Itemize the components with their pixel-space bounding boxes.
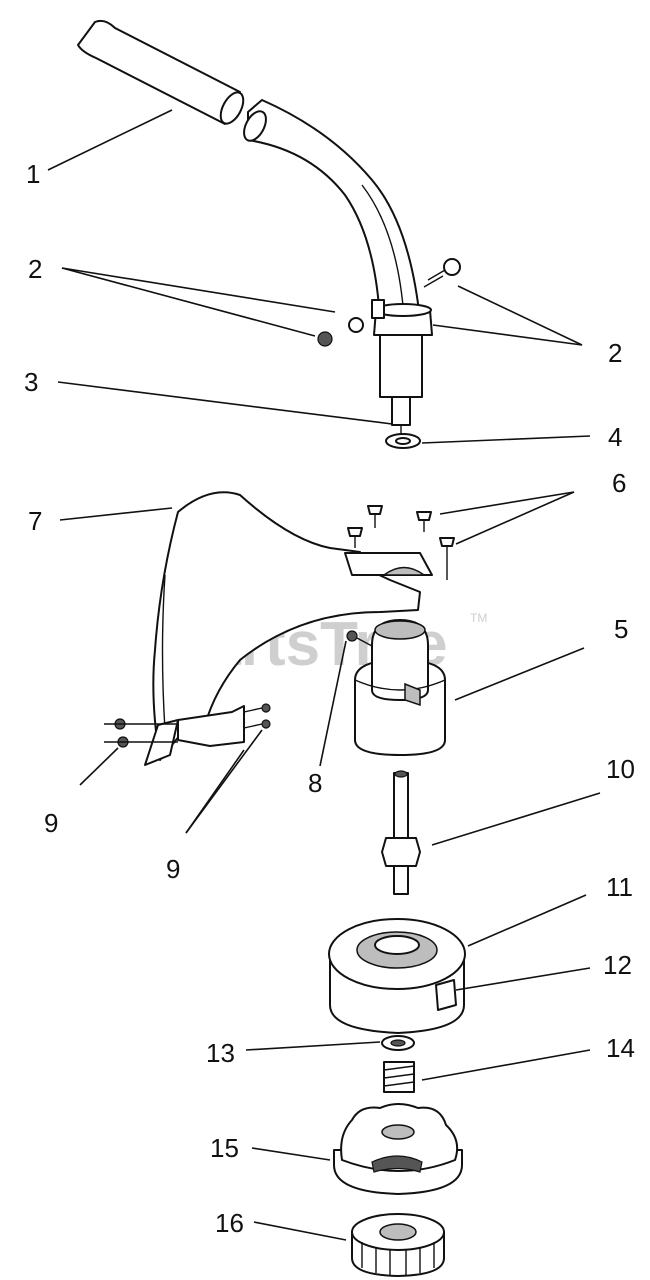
part-14-spring <box>383 1061 415 1093</box>
part-1-upper-shaft <box>77 19 421 323</box>
part-2-clamp-hardware <box>317 258 461 444</box>
part-16-bump-knob <box>351 1213 445 1277</box>
callout-12: 12 <box>603 950 632 980</box>
watermark-tm: TM <box>470 611 487 625</box>
leader-lines <box>47 109 601 1241</box>
callout-9-left: 9 <box>44 808 58 838</box>
callout-16: 16 <box>215 1208 244 1238</box>
part-15-spool <box>333 1103 463 1195</box>
part-6-screws <box>347 505 455 580</box>
callout-9-lower: 9 <box>166 854 180 884</box>
callout-4: 4 <box>608 422 622 452</box>
callout-3: 3 <box>24 367 38 397</box>
part-5-gear-housing <box>354 619 446 756</box>
part-4-washer <box>385 433 421 449</box>
callout-8: 8 <box>308 768 322 798</box>
callout-15: 15 <box>210 1133 239 1163</box>
callout-labels: 1 2 2 3 4 6 7 5 8 10 9 9 11 12 13 14 15 … <box>24 159 635 1238</box>
callout-6: 6 <box>612 468 626 498</box>
callout-7: 7 <box>28 506 42 536</box>
callout-2-left: 2 <box>28 254 42 284</box>
part-9-line-cutter-hardware <box>104 703 271 748</box>
callout-5: 5 <box>614 614 628 644</box>
callout-13: 13 <box>206 1038 235 1068</box>
part-8-screw <box>346 630 373 647</box>
part-13-washer <box>381 1035 415 1051</box>
callout-2-right: 2 <box>608 338 622 368</box>
part-11-head-housing <box>328 918 466 1034</box>
callout-10: 10 <box>606 754 635 784</box>
callout-1: 1 <box>26 159 40 189</box>
callout-11: 11 <box>606 872 633 902</box>
callout-14: 14 <box>606 1033 635 1063</box>
part-10-drive-shaft <box>381 770 421 895</box>
